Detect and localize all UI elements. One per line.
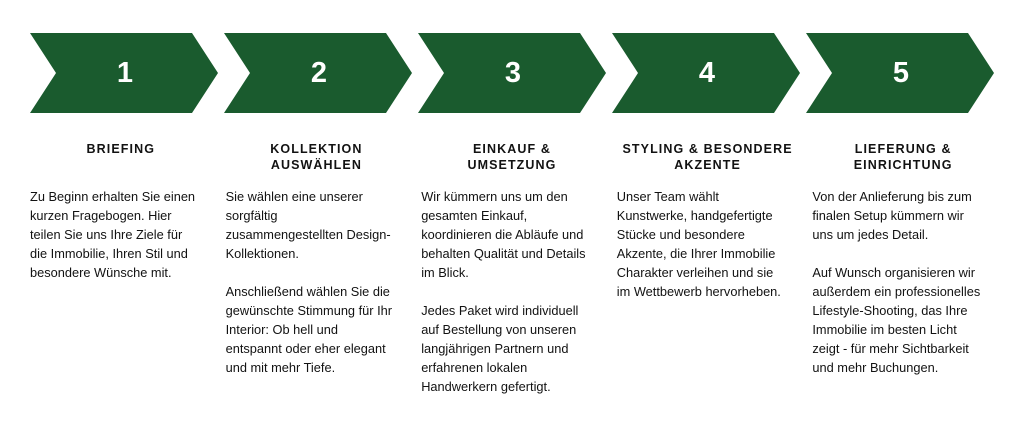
step-title: LIEFERUNG & EINRICHTUNG [853,142,953,172]
step-title: KOLLEKTION AUSWÄHLEN [270,142,363,172]
process-diagram: 1 2 3 4 5 BRIEFING Zu Beginn erhalten Si… [0,33,1024,437]
step-number: 3 [504,56,522,89]
step-title: STYLING & BESONDERE AKZENTE [622,142,793,172]
step-title: BRIEFING [86,142,156,156]
step-body: Sie wählen eine unserer sorgfältig zusam… [225,189,393,375]
step-column-lieferung: LIEFERUNG & EINRICHTUNG Von der Anliefer… [812,141,994,396]
step-body: Von der Anlieferung bis zum finalen Setu… [812,189,981,375]
step-body: Unser Team wählt Kunstwerke, handgeferti… [616,189,781,299]
step-arrow-2: 2 [224,33,412,113]
step-column-einkauf: EINKAUF & UMSETZUNG Wir kümmern uns um d… [421,141,603,396]
step-arrow-1: 1 [30,33,218,113]
steps-row: BRIEFING Zu Beginn erhalten Sie einen ku… [0,141,1024,396]
arrow-band: 1 2 3 4 5 [0,33,1024,113]
step-arrow-3: 3 [418,33,606,113]
step-arrow-5: 5 [806,33,994,113]
step-column-kollektion: KOLLEKTION AUSWÄHLEN Sie wählen eine uns… [226,141,408,396]
step-title: EINKAUF & UMSETZUNG [467,142,557,172]
step-body: Zu Beginn erhalten Sie einen kurzen Frag… [30,189,196,280]
step-body: Wir kümmern uns um den gesamten Einkauf,… [421,189,586,394]
step-arrow-4: 4 [612,33,800,113]
step-column-briefing: BRIEFING Zu Beginn erhalten Sie einen ku… [30,141,212,396]
step-number: 4 [698,56,716,89]
step-number: 1 [116,56,134,89]
step-number: 2 [310,56,328,89]
step-column-styling: STYLING & BESONDERE AKZENTE Unser Team w… [617,141,799,396]
step-number: 5 [892,56,910,89]
